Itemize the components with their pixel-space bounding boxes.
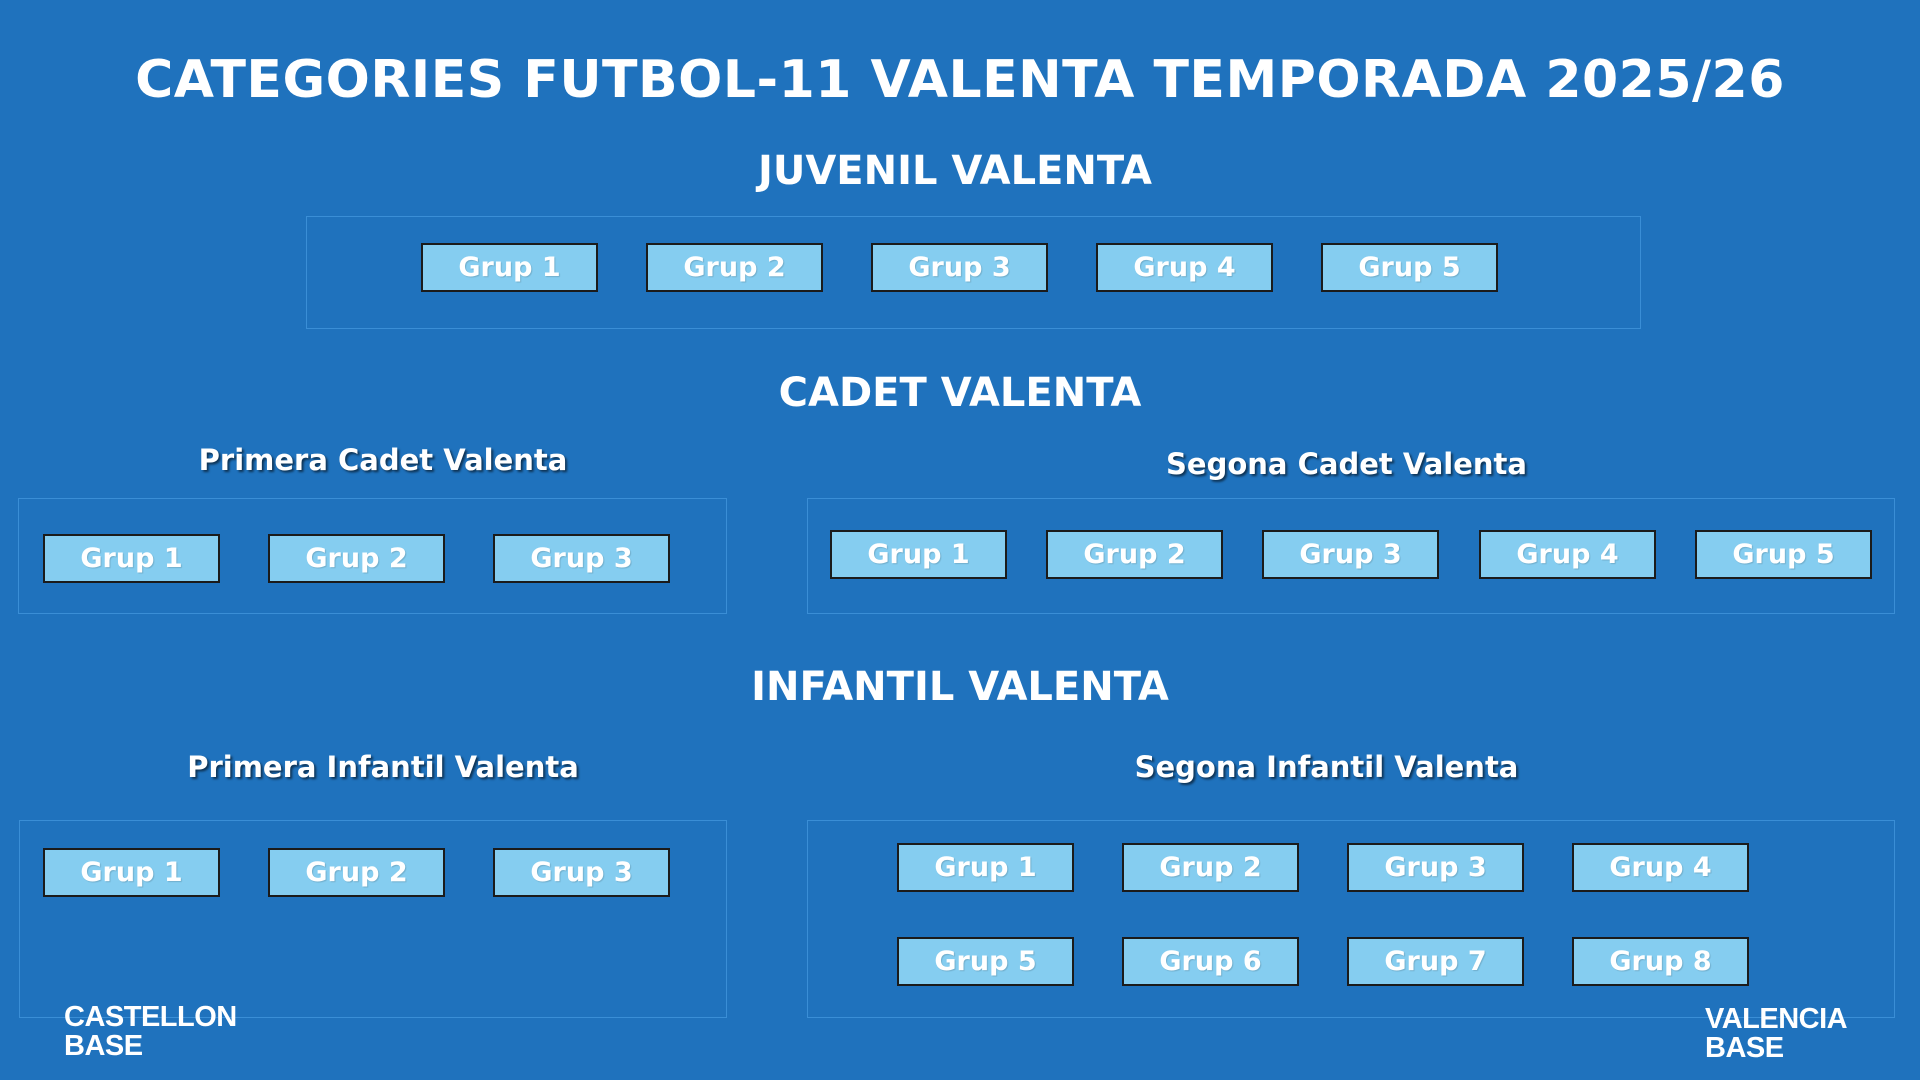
segona-infantil-grup-4-button[interactable]: Grup 4 [1572, 843, 1749, 892]
segona-infantil-grup-7-button[interactable]: Grup 7 [1347, 937, 1524, 986]
juvenil-section-title: JUVENIL VALENTA [757, 148, 1153, 194]
segona-cadet-title: Segona Cadet Valenta [1166, 447, 1527, 481]
primera-infantil-panel: Grup 1 Grup 2 Grup 3 [19, 820, 727, 1018]
castellon-logo-line2: BASE [64, 1030, 143, 1062]
segona-cadet-grup-1-button[interactable]: Grup 1 [830, 530, 1007, 579]
segona-cadet-grup-4-button[interactable]: Grup 4 [1479, 530, 1656, 579]
juvenil-panel: Grup 1 Grup 2 Grup 3 Grup 4 Grup 5 [306, 216, 1641, 329]
juvenil-grup-2-button[interactable]: Grup 2 [646, 243, 823, 292]
cadet-section-title: CADET VALENTA [778, 370, 1142, 416]
primera-cadet-title: Primera Cadet Valenta [198, 443, 568, 477]
page-title: CATEGORIES FUTBOL-11 VALENTA TEMPORADA 2… [135, 50, 1785, 110]
segona-infantil-grup-6-button[interactable]: Grup 6 [1122, 937, 1299, 986]
primera-cadet-grup-3-button[interactable]: Grup 3 [493, 534, 670, 583]
primera-infantil-title: Primera Infantil Valenta [187, 750, 579, 784]
primera-cadet-grup-1-button[interactable]: Grup 1 [43, 534, 220, 583]
segona-infantil-grup-2-button[interactable]: Grup 2 [1122, 843, 1299, 892]
segona-infantil-grup-1-button[interactable]: Grup 1 [897, 843, 1074, 892]
segona-cadet-grup-2-button[interactable]: Grup 2 [1046, 530, 1223, 579]
segona-infantil-grup-3-button[interactable]: Grup 3 [1347, 843, 1524, 892]
juvenil-grup-1-button[interactable]: Grup 1 [421, 243, 598, 292]
valencia-logo-line1: VALENCIA [1705, 1003, 1848, 1035]
segona-infantil-grup-8-button[interactable]: Grup 8 [1572, 937, 1749, 986]
primera-infantil-grup-2-button[interactable]: Grup 2 [268, 848, 445, 897]
segona-infantil-title: Segona Infantil Valenta [1134, 750, 1519, 784]
segona-infantil-grup-5-button[interactable]: Grup 5 [897, 937, 1074, 986]
segona-cadet-grup-5-button[interactable]: Grup 5 [1695, 530, 1872, 579]
segona-cadet-grup-3-button[interactable]: Grup 3 [1262, 530, 1439, 579]
castellon-base-logo: CASTELLON BASE [64, 1003, 237, 1061]
castellon-logo-line1: CASTELLON [64, 1001, 237, 1033]
juvenil-grup-4-button[interactable]: Grup 4 [1096, 243, 1273, 292]
valencia-logo-line2: BASE [1705, 1032, 1784, 1064]
segona-infantil-panel: Grup 1 Grup 2 Grup 3 Grup 4 Grup 5 Grup … [807, 820, 1895, 1018]
primera-cadet-grup-2-button[interactable]: Grup 2 [268, 534, 445, 583]
segona-cadet-panel: Grup 1 Grup 2 Grup 3 Grup 4 Grup 5 [807, 498, 1895, 614]
infantil-section-title: INFANTIL VALENTA [751, 664, 1169, 710]
primera-infantil-grup-3-button[interactable]: Grup 3 [493, 848, 670, 897]
primera-infantil-grup-1-button[interactable]: Grup 1 [43, 848, 220, 897]
valencia-base-logo: VALENCIA BASE [1705, 1003, 1848, 1064]
juvenil-grup-5-button[interactable]: Grup 5 [1321, 243, 1498, 292]
juvenil-grup-3-button[interactable]: Grup 3 [871, 243, 1048, 292]
primera-cadet-panel: Grup 1 Grup 2 Grup 3 [18, 498, 727, 614]
